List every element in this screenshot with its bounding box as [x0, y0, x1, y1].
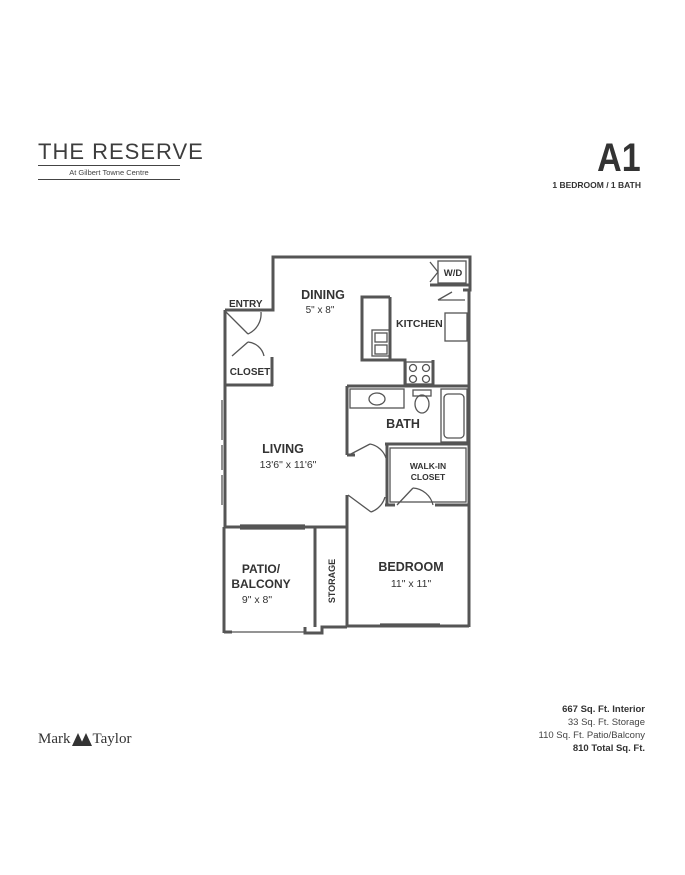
brand-rule — [38, 165, 180, 166]
wd-door — [429, 261, 439, 283]
label-dining: DINING — [301, 288, 345, 302]
label-patio-dim: 9" x 8" — [242, 594, 272, 606]
label-storage: STORAGE — [327, 559, 337, 603]
label-bath: BATH — [386, 417, 420, 431]
bathtub — [440, 388, 468, 443]
area-summary: 667 Sq. Ft. Interior 33 Sq. Ft. Storage … — [539, 703, 646, 755]
toilet-bowl — [414, 394, 430, 414]
label-kitchen: KITCHEN — [396, 318, 443, 330]
unit-type: 1 BEDROOM / 1 BATH — [552, 180, 641, 190]
logo-left-word: Mark — [38, 731, 71, 747]
area-interior: 667 Sq. Ft. Interior — [562, 704, 645, 715]
bedroom-door-swing — [347, 494, 386, 513]
area-patio: 110 Sq. Ft. Patio/Balcony — [538, 730, 646, 741]
area-total: 810 Total Sq. Ft. — [572, 743, 645, 754]
label-living-dim: 13'6" x 11'6" — [260, 459, 317, 471]
toilet-tank — [412, 389, 432, 397]
walkin-frame — [389, 447, 467, 503]
wall-storage-bottom — [303, 625, 347, 635]
bathtub-inner — [443, 393, 465, 439]
brand-subtitle: At Gilbert Towne Centre — [69, 168, 149, 177]
walls — [222, 255, 472, 635]
label-patio-2: BALCONY — [231, 577, 290, 591]
pantry-door-swing — [437, 291, 465, 301]
fridge — [444, 312, 468, 342]
vanity — [349, 388, 405, 409]
stove — [405, 361, 434, 385]
label-closet: CLOSET — [230, 367, 271, 378]
brand-block: THE RESERVE At Gilbert Towne Centre — [38, 139, 204, 180]
burner-2 — [421, 363, 431, 373]
label-bedroom-dim: 11" x 11" — [391, 578, 432, 590]
label-wd: W/D — [444, 268, 463, 279]
burner-4 — [421, 374, 431, 384]
vanity-sink — [368, 392, 386, 406]
fixtures — [221, 260, 468, 633]
unit-block: A1 1 BEDROOM / 1 BATH — [552, 138, 641, 190]
label-walkin-2: CLOSET — [411, 472, 446, 482]
kitchen-sink-bowl1 — [374, 332, 388, 343]
bath-door-swing — [348, 443, 387, 459]
area-storage: 33 Sq. Ft. Storage — [567, 717, 645, 728]
label-bedroom: BEDROOM — [378, 560, 443, 574]
label-dining-dim: 5" x 8" — [306, 305, 335, 316]
label-patio-1: PATIO/ — [242, 562, 281, 576]
double-triangle-logo-icon — [71, 733, 92, 746]
label-walkin-1: WALK-IN — [410, 461, 446, 471]
kitchen-counter — [360, 295, 407, 386]
burner-3 — [408, 374, 418, 384]
logo-right-word: Taylor — [92, 731, 132, 747]
label-living: LIVING — [262, 442, 304, 456]
kitchen-sink-bowl2 — [374, 344, 388, 355]
brand-name: THE RESERVE — [38, 139, 204, 164]
closet-door-swing — [231, 341, 265, 357]
brand-rule-bottom — [38, 179, 180, 180]
kitchen-sink-outer — [371, 329, 391, 357]
label-entry: ENTRY — [229, 299, 263, 310]
unit-code: A1 — [597, 136, 641, 180]
mark-taylor-logo: Mark Taylor — [38, 731, 131, 748]
entry-door-swing — [225, 311, 262, 335]
burner-1 — [408, 363, 418, 373]
